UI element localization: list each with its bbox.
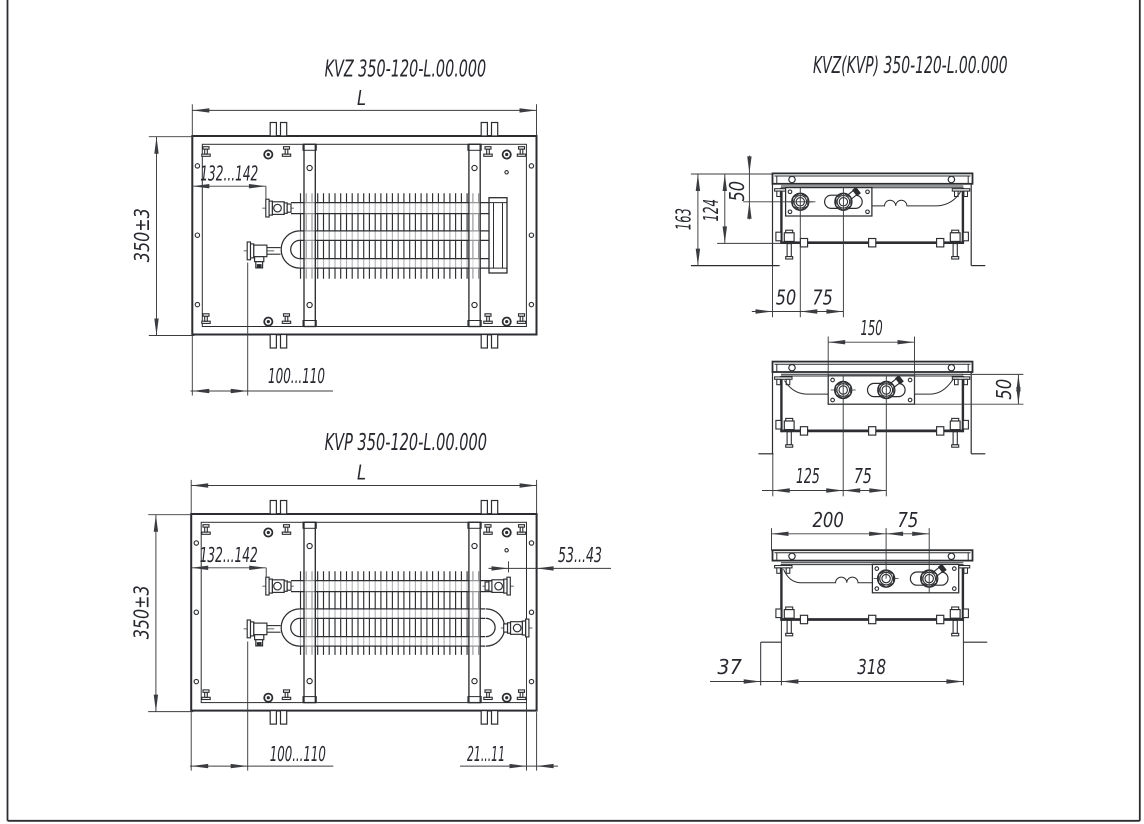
rail-clamp-icon: [868, 426, 877, 436]
grille: [771, 360, 974, 373]
box: [774, 185, 971, 260]
section-a-dimensions: 163 124 50 50 75: [672, 155, 844, 318]
kvp-dimensions: L 350±3 132...142 53...43 100...110 21..…: [130, 461, 611, 771]
rail-clamp-icon: [936, 426, 945, 436]
kvz-title: KVZ 350-120-L.00.000: [325, 56, 487, 82]
kvz-plan-view: L 350±3 132...142 100...110 L 350±3 132.…: [130, 86, 1024, 771]
kvp-dim-inlet: 132...142: [200, 543, 258, 567]
connection-plate: [827, 375, 916, 405]
kvz-dim-inlet: 132...142: [200, 161, 258, 185]
secA-dim-total-depth: 163: [672, 208, 696, 230]
pipe-run: [871, 190, 962, 207]
rail-clamp-icon: [868, 237, 877, 248]
section-view-b: [758, 360, 986, 455]
rail-clamp-icon: [936, 614, 945, 625]
screw-head-icon: [501, 149, 512, 160]
rail-clamp-icon: [868, 614, 877, 625]
kvz-dim-length: L: [357, 86, 366, 110]
rail-clamp-icon: [799, 237, 809, 248]
heat-exchanger: [280, 193, 508, 279]
secB-dim-plate-height: 50: [992, 379, 1016, 400]
grille: [771, 172, 974, 185]
secB-dim-pipe-spacing: 75: [854, 464, 872, 488]
secA-dim-pipe-offset: 50: [776, 285, 796, 309]
section-title: KVZ(KVP) 350-120-L.00.000: [813, 53, 1008, 79]
housing: [191, 121, 538, 349]
secC-dim-body-width: 318: [857, 655, 886, 679]
secA-dim-pipe-spacing: 75: [812, 285, 832, 309]
kvz-dim-width: 350±3: [130, 208, 154, 262]
pipe-run: [784, 378, 954, 395]
heat-exchanger: [280, 571, 506, 655]
support-rails: [302, 521, 482, 704]
screw-head-icon: [501, 527, 512, 538]
screw-head-icon: [501, 692, 512, 703]
grille: [771, 549, 974, 562]
floor-recess: [758, 372, 986, 455]
kvp-dim-drain: 100...110: [270, 742, 326, 766]
kvp-title: KVP 350-120-L.00.000: [325, 430, 487, 456]
kvp-plan-view: L 350±3 132...142 53...43 100...110 21..…: [130, 155, 1024, 771]
kvp-dim-right-gap: 53...43: [558, 543, 602, 567]
rail-clamp-icon: [799, 614, 809, 625]
connection-plate: [871, 563, 960, 594]
secC-dim-pipe-offset: 200: [812, 508, 844, 532]
rail-clamp-icon: [799, 426, 809, 436]
support-rails: [302, 143, 482, 328]
screw-head-icon: [263, 149, 274, 160]
section-view-c: [760, 549, 988, 686]
secB-dim-plate-width: 150: [860, 316, 882, 340]
kvz-dimensions: L 350±3 132...142 100...110: [130, 86, 537, 396]
secC-dim-floor-step: 37: [717, 655, 742, 679]
section-c-dimensions: 200 75 37 318: [710, 508, 964, 684]
secA-dim-pipe-depth: 50: [725, 181, 749, 202]
kvp-dim-right-drain: 21...11: [467, 742, 505, 766]
sheet-frame: [6, 0, 1141, 822]
screw-head-icon: [263, 527, 274, 538]
housing: [190, 499, 538, 725]
pipe-run: [783, 569, 873, 584]
screw-head-icon: [501, 316, 512, 327]
secA-dim-body-depth: 124: [699, 199, 723, 222]
kvp-dim-length: L: [357, 461, 366, 485]
screw-head-icon: [263, 692, 274, 703]
secC-dim-pipe-spacing: 75: [897, 508, 918, 532]
floor-recess: [690, 183, 986, 267]
rail-clamp-icon: [936, 237, 945, 248]
screw-head-icon: [263, 316, 274, 327]
secB-dim-pipe-offset: 125: [796, 464, 820, 488]
kvz-dim-drain: 100...110: [268, 364, 325, 388]
section-b-dimensions: 150 50 125 75: [762, 316, 1024, 497]
kvp-dim-width: 350±3: [130, 585, 154, 639]
section-view-a: [690, 172, 986, 267]
floor-recess: [760, 619, 988, 686]
